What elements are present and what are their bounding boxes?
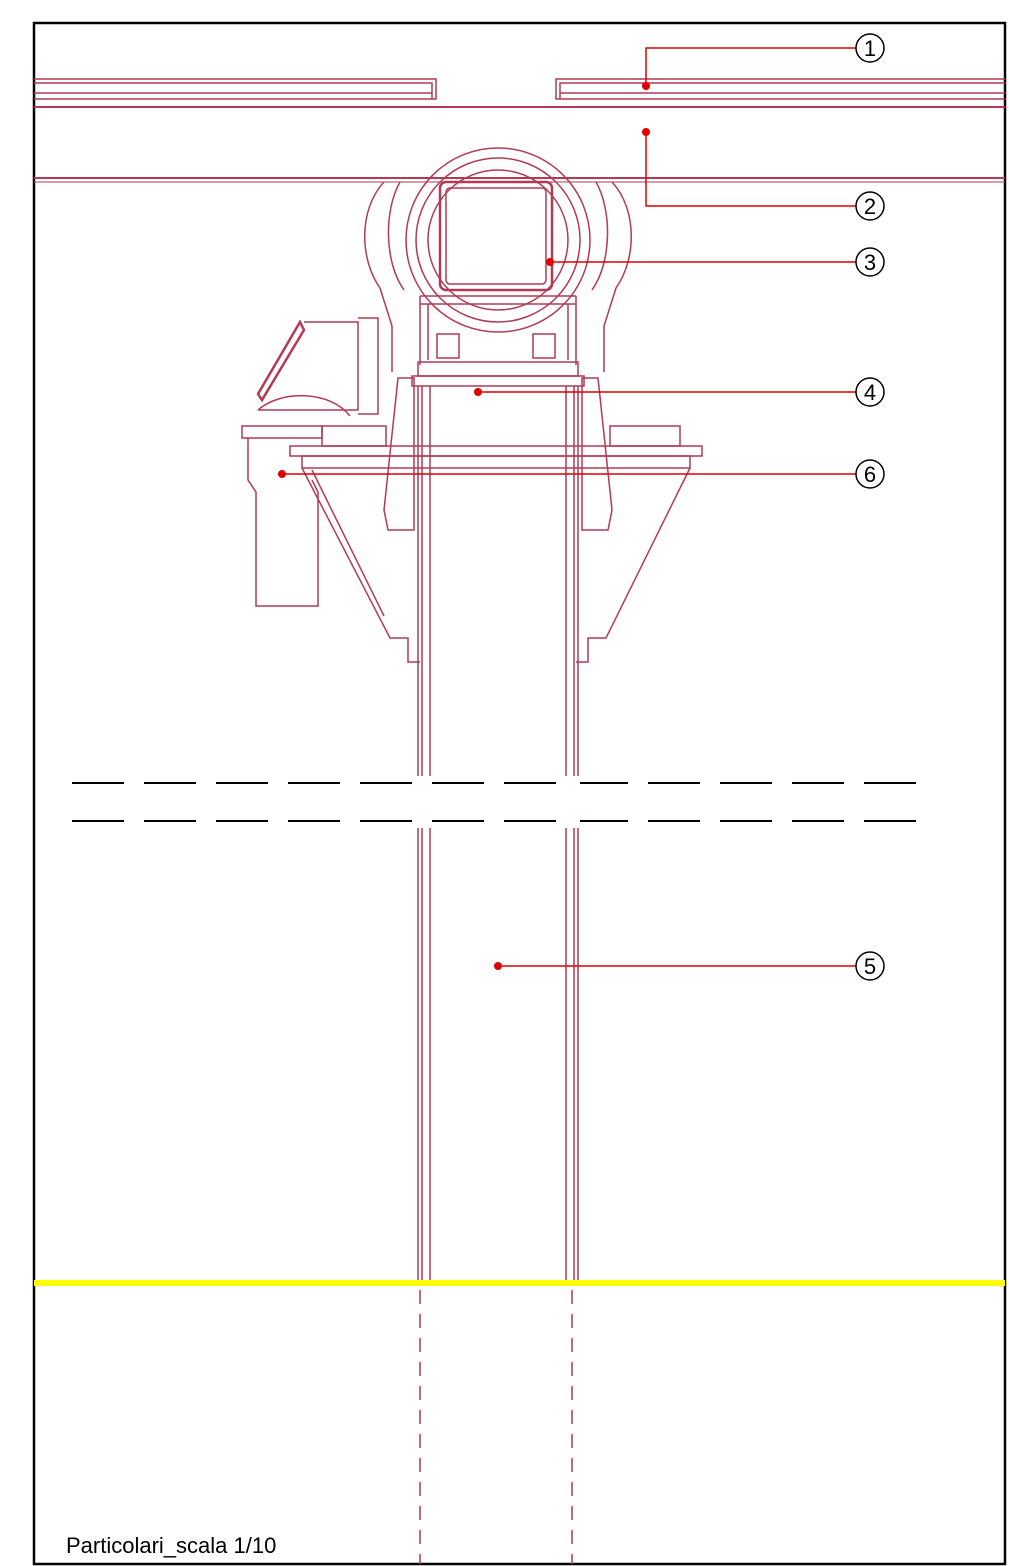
callout-dots (278, 82, 650, 970)
rotating-clamp-head (364, 147, 632, 372)
pole-top-plate (383, 361, 613, 531)
callout-6: 6 (855, 459, 885, 489)
drawing-frame (32, 21, 1007, 1566)
break-gap (416, 776, 580, 828)
callout-3-label: 3 (864, 250, 876, 275)
pole (417, 386, 579, 1284)
callout-5: 5 (855, 951, 885, 981)
break-gap-lines (432, 782, 564, 822)
callout-2-label: 2 (864, 194, 876, 219)
callout-leaders (282, 47, 856, 967)
callout-2: 2 (855, 191, 885, 221)
callout-5-label: 5 (864, 954, 876, 979)
callout-1: 1 (855, 33, 885, 63)
callout-3: 3 (855, 247, 885, 277)
support-beam (34, 106, 1005, 183)
callout-4: 4 (855, 377, 885, 407)
callout-6-label: 6 (864, 462, 876, 487)
top-plate (34, 78, 1005, 100)
buried-pole (419, 1290, 573, 1564)
luminaire-body (241, 317, 703, 663)
callout-4-label: 4 (864, 380, 876, 405)
callout-1-label: 1 (864, 36, 876, 61)
scale-caption: Particolari_scala 1/10 (66, 1533, 277, 1558)
